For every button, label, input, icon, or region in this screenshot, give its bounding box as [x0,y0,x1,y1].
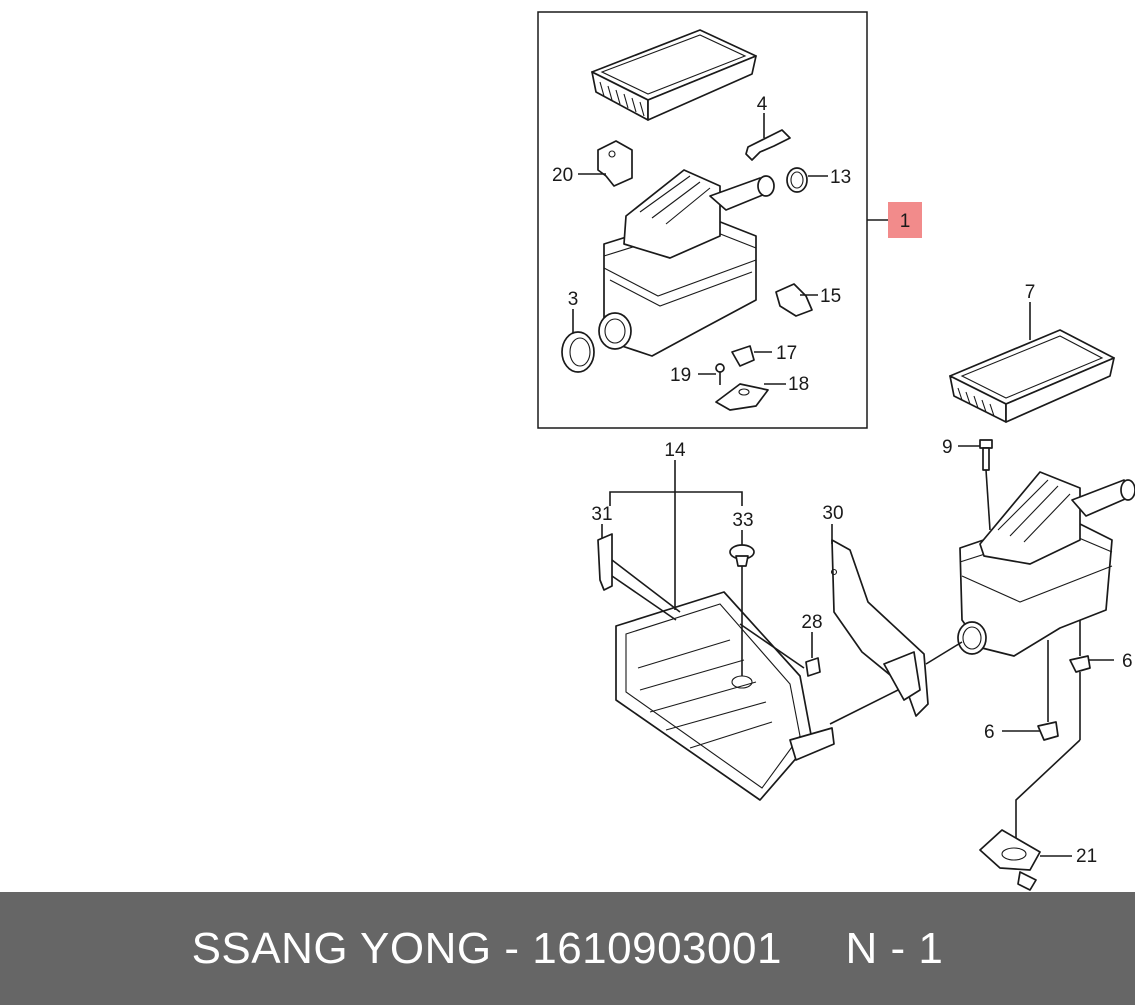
callout-21: 21 [1076,846,1097,867]
bracket-part-4 [745,129,791,161]
callout-14: 14 [664,440,686,461]
callout-33: 33 [732,510,753,531]
callout-19: 19 [670,365,691,386]
grommet-hole [731,675,753,689]
footer-part-number: SSANG YONG - 1610903001 N - 1 [191,923,944,973]
callout-20: 20 [552,165,573,186]
grommet-part-6-lower [1037,721,1059,741]
callout-7: 7 [1025,282,1036,303]
air-intake-duct-part-14 [615,591,835,801]
grommet-part-6-right [1069,655,1091,673]
bracket-part-21 [979,829,1041,891]
bolt-part-19 [715,363,725,385]
callout-30: 30 [822,503,843,524]
air-cleaner-housing-right [957,471,1135,657]
callout-9: 9 [942,437,953,458]
callout-6-lower: 6 [984,722,995,743]
footer-banner: SSANG YONG - 1610903001 N - 1 [0,892,1135,1005]
callout-15: 15 [820,286,841,307]
exploded-parts-diagram: 1 3 4 6 6 7 9 13 14 15 17 18 19 20 21 28… [537,11,1135,891]
leader-21-b [1015,739,1081,840]
bracket-part-18 [715,383,769,411]
callout-31: 31 [591,504,612,525]
bracket-part-20 [597,140,633,187]
part-1-highlight [888,202,922,238]
bolt-part-9 [979,439,993,471]
callout-3: 3 [568,289,579,310]
bracket-part-31 [597,533,681,621]
air-cleaner-housing [598,169,775,357]
clip-part-28 [805,657,821,677]
callout-28: 28 [801,612,822,633]
callout-6-right: 6 [1122,651,1133,672]
leader-9b [985,469,991,531]
grommet-part-17 [731,345,755,367]
bracket-part-30 [830,539,929,717]
callout-13: 13 [830,167,851,188]
clip-part-15 [775,283,813,317]
grommet-part-33 [729,544,755,567]
callout-4: 4 [757,94,768,115]
leader-14-bracket [609,491,743,506]
callout-17: 17 [776,343,797,364]
gasket-part-3 [561,331,595,373]
air-filter-element-part-7 [949,329,1115,423]
ring-part-13 [786,167,808,193]
leader-30-to-housing [925,641,963,665]
callout-18: 18 [788,374,809,395]
leader-duct-to-30 [829,689,899,725]
callout-1: 1 [900,211,911,232]
leader-28b [739,623,805,669]
air-filter-element-top [591,29,757,121]
